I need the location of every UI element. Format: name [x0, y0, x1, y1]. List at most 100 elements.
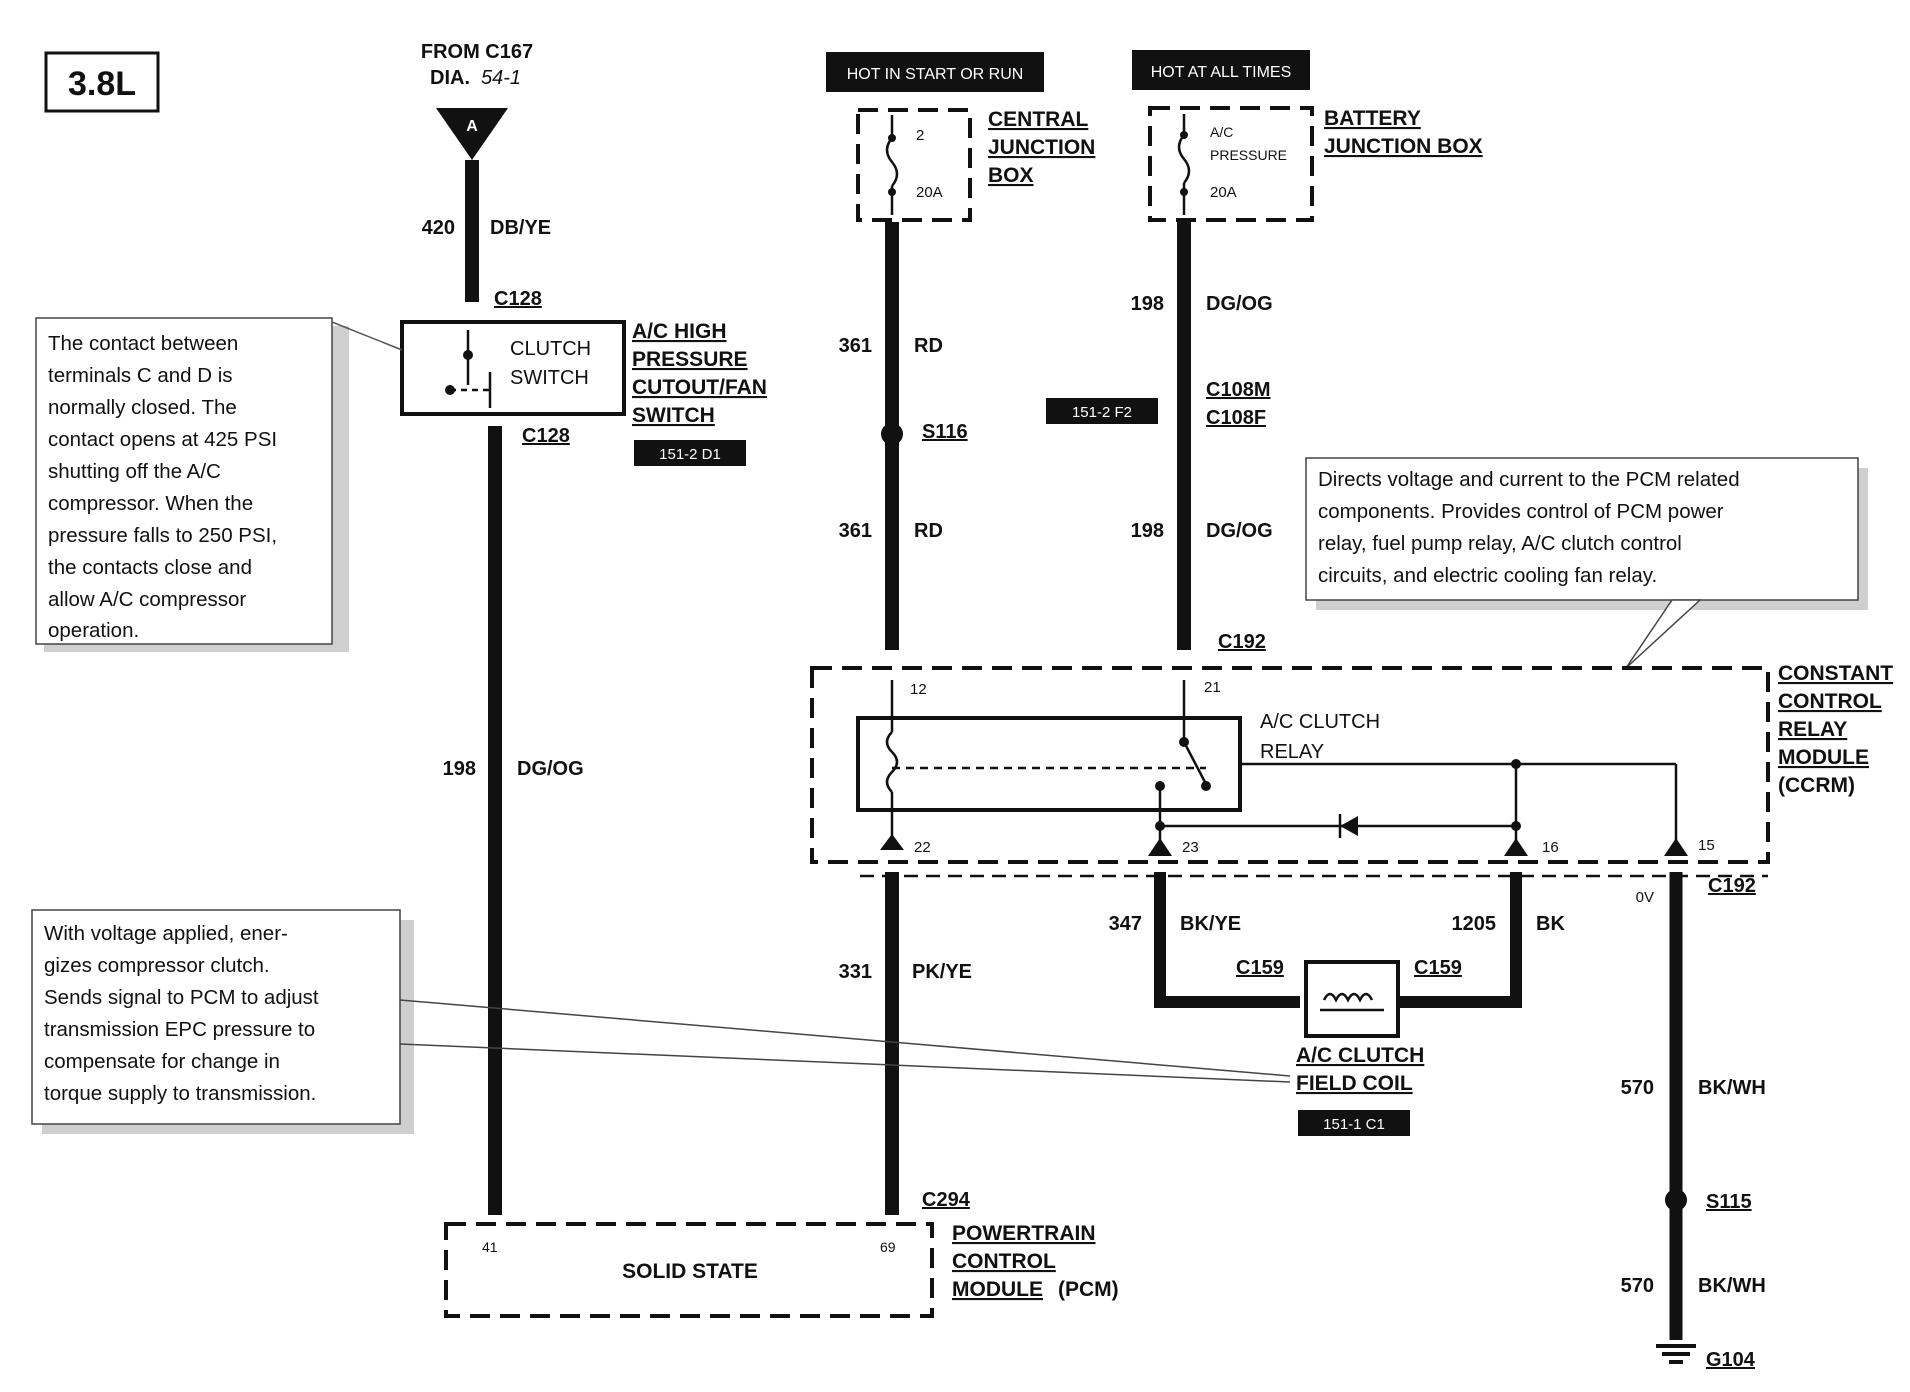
central-junction-box-name: CENTRAL	[988, 108, 1088, 131]
wire-198-left-color: DG/OG	[517, 758, 584, 780]
wire-1205-circuit: 1205	[1452, 913, 1497, 935]
coil-note-line: With voltage applied, ener-	[44, 922, 288, 945]
coil-note-line: torque supply to transmission.	[44, 1082, 316, 1105]
wire-570-upper-color: BK/WH	[1698, 1077, 1766, 1099]
ccrm-name: MODULE	[1778, 746, 1869, 769]
switch-note-line: pressure falls to 250 PSI,	[48, 524, 277, 547]
wire-198-left-circuit: 198	[443, 758, 476, 780]
central-junction-box	[856, 108, 972, 222]
from-ref-diagram-number: 54-1	[481, 67, 521, 89]
central-junction-box-name: BOX	[988, 164, 1034, 187]
ac-clutch-field-coil	[1304, 960, 1400, 1038]
ccrm-module-box	[810, 666, 1770, 864]
field-coil-ref: 151-1 C1	[1323, 1116, 1385, 1133]
splice-s116	[881, 423, 903, 445]
switch-note-line: shutting off the A/C	[48, 460, 221, 483]
pin-22-terminal	[880, 834, 904, 850]
connector-c294: C294	[922, 1189, 971, 1211]
wire-331-color: PK/YE	[912, 961, 972, 983]
pcm-name: POWERTRAIN	[952, 1222, 1096, 1245]
wire-570-lower-color: BK/WH	[1698, 1275, 1766, 1297]
ccrm-junction	[1511, 759, 1521, 769]
connector-c128-bottom: C128	[522, 425, 570, 447]
switch-note-line: allow A/C compressor	[48, 588, 246, 611]
pcm-box	[444, 1222, 934, 1318]
connector-c192-bottom: C192	[1708, 875, 1756, 897]
relay-switch-terminal	[1201, 781, 1211, 791]
from-ref-line1: FROM C167	[421, 41, 533, 63]
fuse-2-terminal	[888, 134, 896, 142]
pcm-name: MODULE	[952, 1278, 1043, 1301]
wire-198-lower-color: DG/OG	[1206, 520, 1273, 542]
battery-junction-box-name: BATTERY	[1324, 107, 1421, 130]
ccrm-voltage: 0V	[1636, 889, 1654, 906]
wire-361-lower-color: RD	[914, 520, 943, 542]
ccrm-note-line: components. Provides control of PCM powe…	[1318, 500, 1724, 523]
ground-g104: G104	[1706, 1349, 1756, 1371]
pcm-name: CONTROL	[952, 1250, 1056, 1273]
ccrm-pin-12: 12	[910, 681, 927, 698]
field-coil-ref-tag	[1298, 1110, 1410, 1136]
coil-note-line: compensate for change in	[44, 1050, 280, 1073]
clutch-switch-name-4: SWITCH	[632, 404, 715, 427]
ccrm-junction	[1511, 821, 1521, 831]
wire-361-upper-circuit: 361	[839, 335, 872, 357]
fuse-ac-pressure-icon	[1177, 134, 1191, 184]
ccrm-pin-22: 22	[914, 839, 931, 856]
relay-switch-arm	[1182, 741, 1208, 785]
from-ref-dia: DIA.	[430, 67, 470, 89]
splice-s116-label: S116	[922, 421, 968, 443]
battery-junction-box-name: JUNCTION BOX	[1324, 135, 1483, 158]
hot-all-times-tag	[1132, 50, 1310, 90]
ccrm-name: RELAY	[1778, 718, 1847, 741]
coil-note-line: gizes compressor clutch.	[44, 954, 270, 977]
clutch-switch-box	[400, 320, 626, 416]
switch-note-line: normally closed. The	[48, 396, 237, 419]
wire-1205	[1400, 872, 1522, 1008]
clutch-switch-name-3: CUTOUT/FAN	[632, 376, 767, 399]
switch-note-line: operation.	[48, 619, 139, 642]
splice-s115	[1665, 1189, 1687, 1211]
connector-c108m: C108M	[1206, 379, 1270, 401]
wire-331-circuit: 331	[839, 961, 872, 983]
ccrm-note-line: relay, fuel pump relay, A/C clutch contr…	[1318, 532, 1682, 555]
connector-c159-right: C159	[1414, 957, 1462, 979]
fuse-ac-pressure-rating: 20A	[1210, 184, 1237, 201]
hot-all-times: HOT AT ALL TIMES	[1151, 64, 1292, 81]
wire-347-circuit: 347	[1109, 913, 1142, 935]
battery-junction-box	[1148, 106, 1314, 222]
clutch-switch-line1: CLUTCH	[510, 338, 591, 360]
clutch-switch-terminal	[463, 350, 473, 360]
pin-16-terminal	[1504, 838, 1528, 856]
coil-note-line: Sends signal to PCM to adjust	[44, 986, 319, 1009]
pin-23-terminal	[1148, 838, 1172, 856]
coil-note-line: transmission EPC pressure to	[44, 1018, 315, 1041]
ccrm-pin-23: 23	[1182, 839, 1199, 856]
wire-198-upper-circuit: 198	[1131, 293, 1164, 315]
splice-s115-label: S115	[1706, 1191, 1752, 1213]
connector-c159-left: C159	[1236, 957, 1284, 979]
fuse-ac-pressure-name: A/C	[1210, 124, 1233, 140]
wire-361-lower-circuit: 361	[839, 520, 872, 542]
clutch-switch-name-2: PRESSURE	[632, 348, 748, 371]
ccrm-note	[1305, 457, 1859, 601]
clutch-switch-line2: SWITCH	[510, 367, 589, 389]
clutch-switch-terminal	[445, 385, 455, 395]
fuse-2-icon	[885, 137, 899, 187]
switch-note-pointer	[331, 321, 403, 351]
fuse-2-number: 2	[916, 127, 924, 144]
switch-note	[35, 317, 333, 645]
wire-570-upper-circuit: 570	[1621, 1077, 1654, 1099]
ccrm-note-line: Directs voltage and current to the PCM r…	[1318, 468, 1740, 491]
switch-note-line: compressor. When the	[48, 492, 253, 515]
pcm-solid-state: SOLID STATE	[622, 1260, 758, 1283]
wire-198-lower-circuit: 198	[1131, 520, 1164, 542]
field-coil-name: FIELD COIL	[1296, 1072, 1413, 1095]
switch-note-line: the contacts close and	[48, 556, 252, 579]
ccrm-junction	[1155, 821, 1165, 831]
connector-c108f: C108F	[1206, 407, 1266, 429]
connector-c128-top: C128	[494, 288, 542, 310]
fuse-ac-pressure-name: PRESSURE	[1210, 147, 1287, 163]
connector-a-letter: A	[466, 118, 478, 135]
ccrm-name: (CCRM)	[1778, 774, 1855, 797]
